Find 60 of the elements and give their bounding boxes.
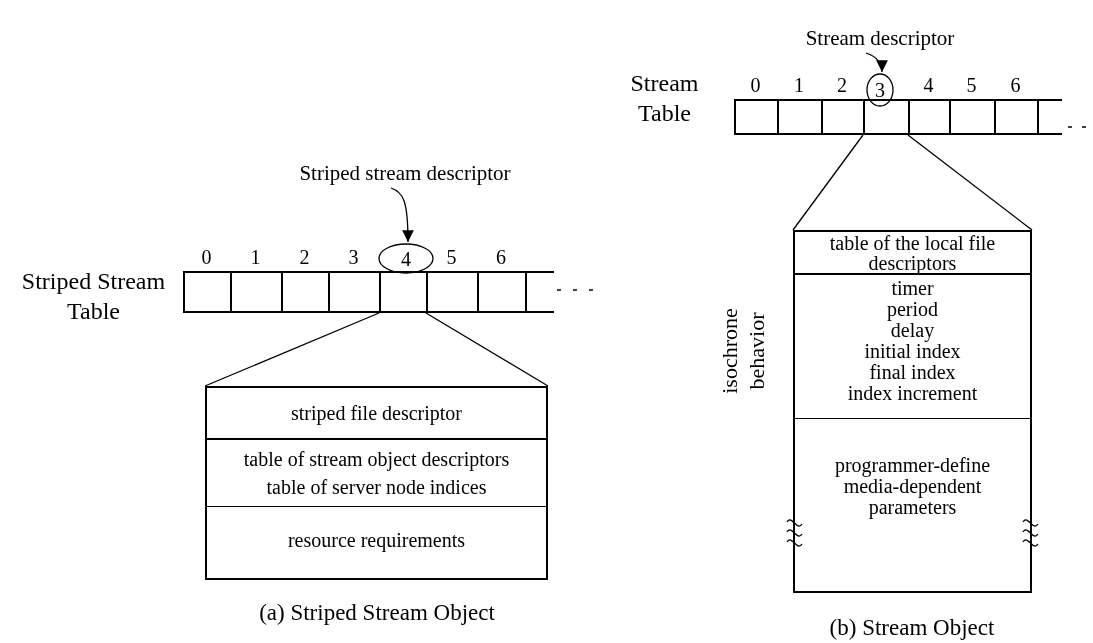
index-number: 5	[965, 75, 978, 95]
index-ellipse	[866, 73, 894, 107]
descriptor-record	[205, 386, 548, 580]
field-text: resource requirements	[287, 528, 466, 554]
index-number: 0	[200, 247, 213, 267]
field-text: table of server node indices	[266, 475, 487, 500]
callout-text: Striped stream descriptor	[290, 160, 520, 186]
record-section	[795, 232, 1030, 275]
index-number: 2	[298, 247, 311, 267]
table-slot	[777, 99, 821, 135]
field-text: initial index	[864, 341, 961, 362]
index-number: 1	[249, 247, 262, 267]
index-number: 4	[922, 75, 935, 95]
index-number: 0	[749, 75, 762, 95]
field-text: period	[886, 299, 939, 320]
index-number: 4	[401, 248, 411, 269]
table-slot	[281, 271, 328, 313]
table-slot	[908, 99, 949, 135]
table-slot	[379, 271, 426, 313]
table-slot	[994, 99, 1037, 135]
table-slot	[183, 271, 230, 313]
index-number: 3	[875, 80, 885, 100]
field-text: final index	[869, 362, 956, 383]
field-text: delay	[890, 320, 935, 341]
table-slot	[863, 99, 908, 135]
index-number: 6	[1009, 75, 1022, 95]
arrow	[865, 52, 888, 73]
table-slot	[1037, 99, 1062, 135]
field-text: programmer-define media-dependent parameters	[833, 455, 992, 518]
arrow	[390, 187, 414, 243]
field-text: timer	[891, 278, 934, 299]
expansion-line	[425, 312, 549, 387]
table-slot	[426, 271, 477, 313]
table-slot	[821, 99, 863, 135]
table-slot	[525, 271, 554, 313]
index-number: 5	[445, 247, 458, 267]
index-number: 3	[347, 247, 360, 267]
expansion-line	[792, 134, 864, 231]
index-number: 2	[836, 75, 848, 95]
index-number: 1	[793, 75, 805, 95]
figure-caption: (a) Striped Stream Object	[258, 599, 496, 627]
side-label: isochrone behavior	[716, 307, 770, 396]
table-slot	[734, 99, 777, 135]
field-text: index increment	[847, 383, 978, 404]
table-slot	[230, 271, 281, 313]
field-text: striped file descriptor	[290, 401, 463, 427]
callout-text: Stream descriptor	[780, 25, 980, 51]
index-ellipse	[378, 243, 434, 274]
figure-caption: (b) Stream Object	[828, 614, 996, 642]
table-name: Striped Stream Table	[20, 267, 167, 326]
table-name: Stream Table	[629, 69, 700, 128]
field-text: table of stream object descriptors	[243, 447, 510, 473]
table-slot	[949, 99, 994, 135]
table-slot	[328, 271, 379, 313]
expansion-line	[204, 312, 380, 387]
expansion-line	[907, 134, 1033, 231]
index-number: 6	[495, 247, 507, 267]
table-slot	[477, 271, 525, 313]
descriptor-record	[793, 230, 1032, 593]
field-text: table of the local file descriptors	[828, 232, 997, 273]
